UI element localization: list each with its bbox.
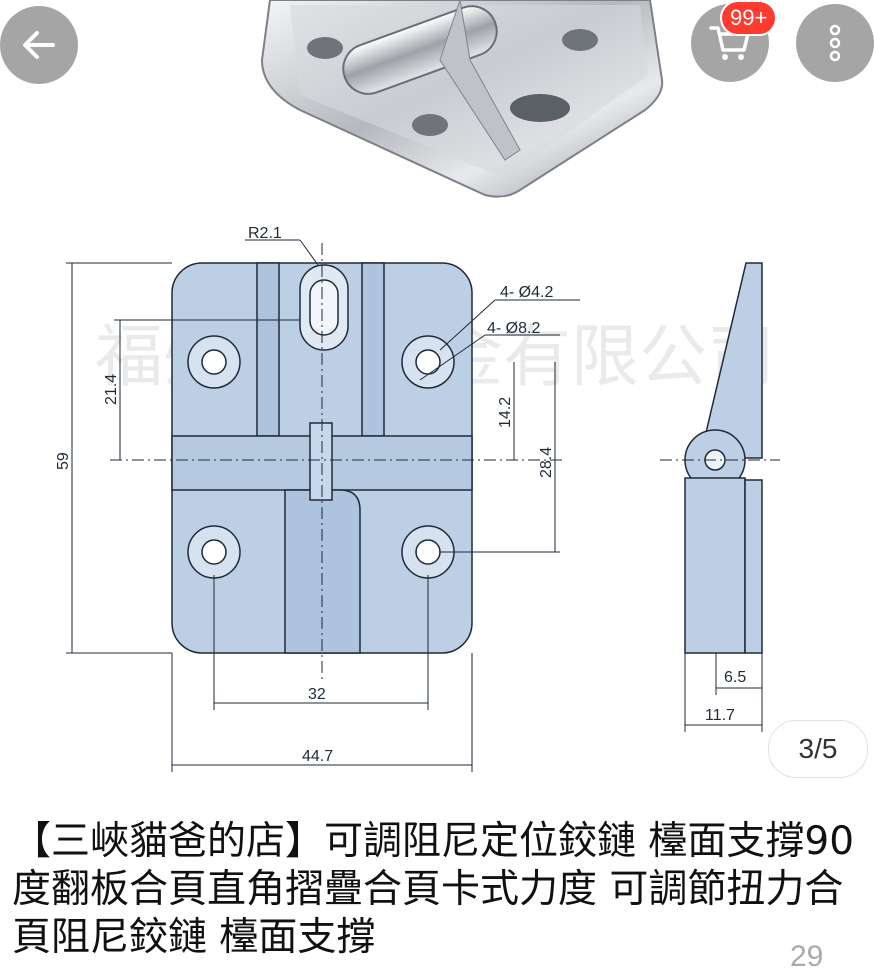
dim-thickness: 6.5 [724,669,746,686]
arrow-left-icon [23,31,55,59]
image-counter: 3/5 [768,720,868,778]
product-title: 【三峽貓爸的店】可調阻尼定位鉸鏈 檯面支撐90度翻板合頁直角摺疊合頁卡式力度 可… [12,819,855,960]
dimension-lines [66,239,780,772]
dim-height-pivot: 14.2 [497,397,514,428]
dim-thickness-total: 11.7 [705,707,735,724]
dim-height-upper: 21.4 [103,374,120,405]
product-image[interactable]: 福州清科五金有限公司 [0,0,874,790]
dim-width-total: 44.7 [302,748,333,765]
dim-width-holes: 32 [308,686,326,703]
dim-hole-large: 4- Ø8.2 [487,320,540,337]
corner-text: 29 [790,940,824,973]
dim-radius: R2.1 [248,225,282,242]
more-button[interactable] [796,4,874,82]
dim-height-lower: 28.4 [538,447,555,478]
dim-height-total: 59 [55,452,72,470]
vertical-dots-icon [829,24,841,62]
back-button[interactable] [0,6,78,84]
side-view [684,262,763,654]
cart-badge: 99+ [720,0,778,36]
dim-hole-small: 4- Ø4.2 [500,284,553,301]
hinge-photo [260,0,664,198]
